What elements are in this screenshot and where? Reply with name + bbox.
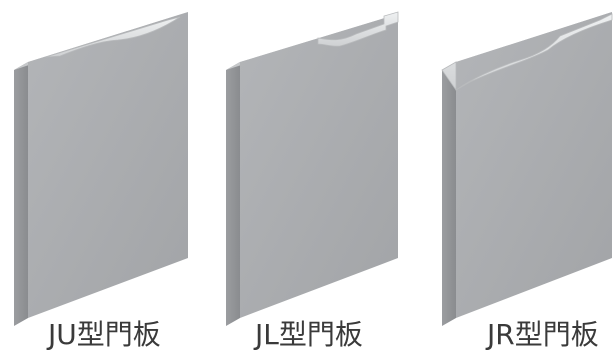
ju-panel-caption: JU型門板 — [48, 318, 161, 351]
jl-panel-front — [240, 14, 398, 318]
jr-panel-caption: JR型門板 — [487, 318, 599, 351]
ju-panel-side — [14, 62, 28, 326]
jl-door-panel — [226, 11, 399, 326]
ju-panel-front — [28, 12, 188, 318]
jl-panel-caption: JL型門板 — [255, 318, 363, 351]
jl-grip-edge — [317, 11, 399, 47]
jr-panel-side — [442, 62, 456, 326]
jr-panel-front — [456, 12, 612, 318]
jl-panel-side — [226, 62, 240, 326]
ju-grip-scoop — [45, 16, 181, 58]
ju-door-panel — [14, 12, 188, 326]
jr-grip-edge — [441, 13, 613, 91]
jr-door-panel — [441, 12, 613, 326]
